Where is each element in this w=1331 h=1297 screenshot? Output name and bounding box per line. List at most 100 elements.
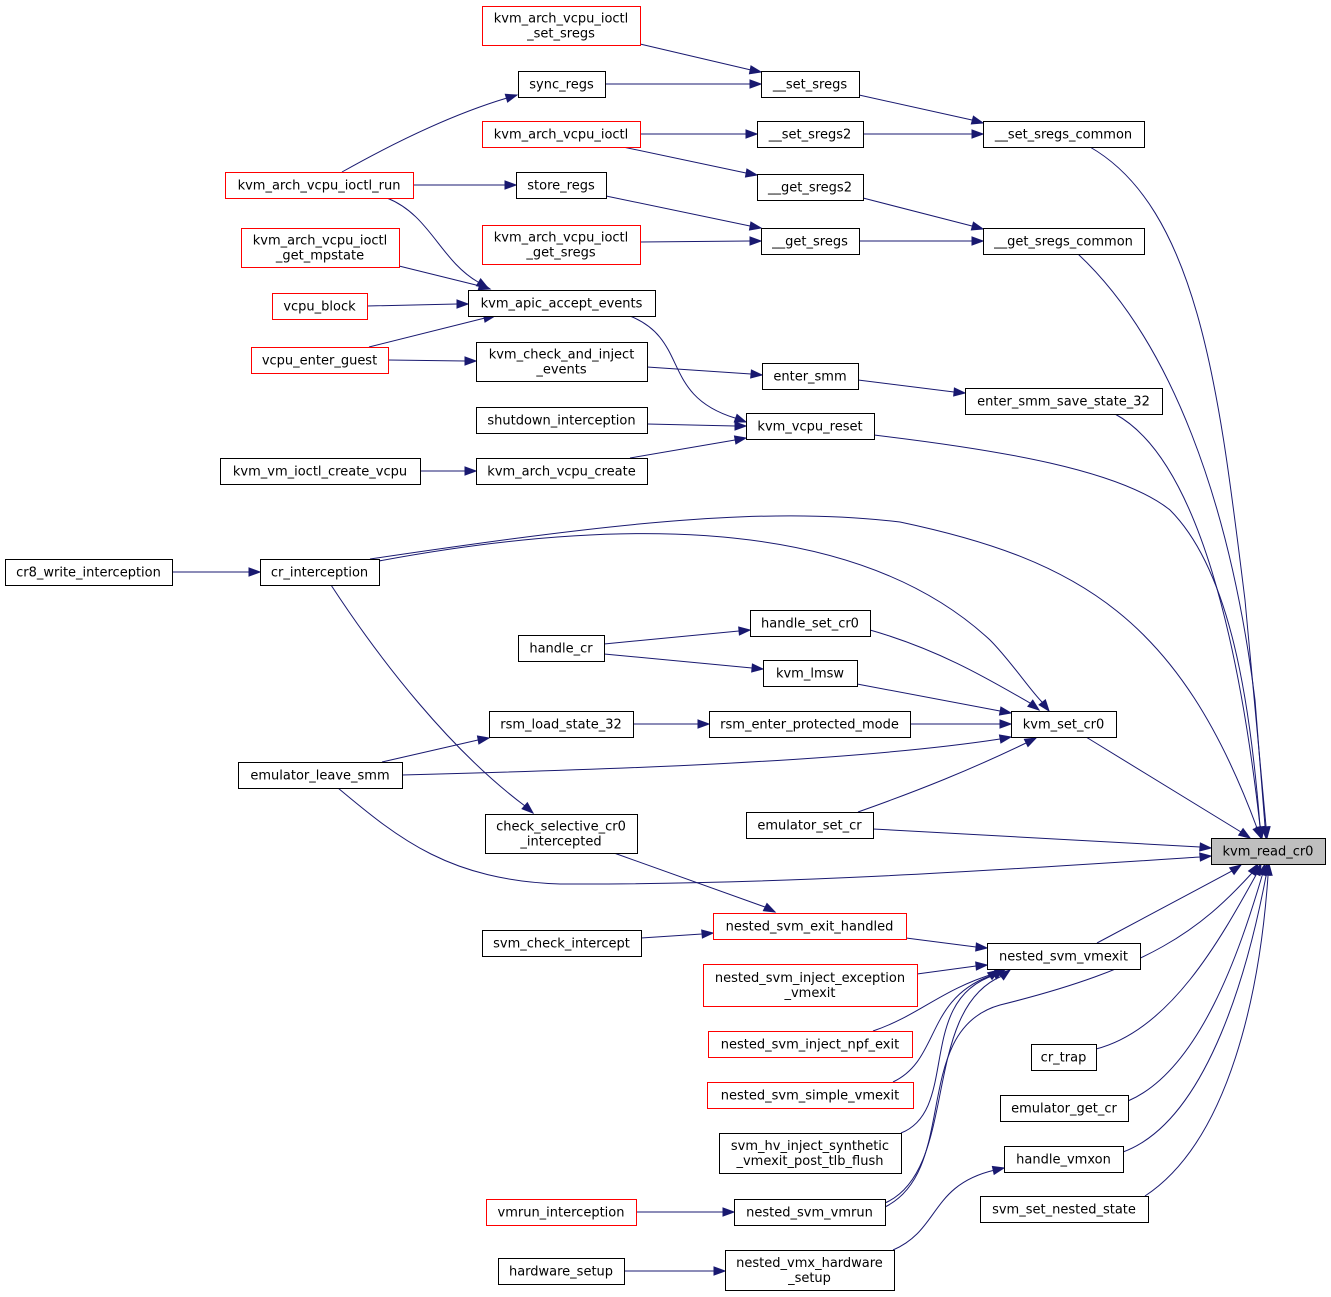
node-box[interactable] [238, 762, 403, 789]
node-nested-svm-inject-exception-vmexit[interactable]: nested_svm_inject_exception_vmexit [703, 964, 918, 1007]
node-handle-cr[interactable]: handle_cr [518, 635, 605, 662]
node-enter-smm-save-state-32[interactable]: enter_smm_save_state_32 [965, 388, 1163, 415]
node-handle-vmxon[interactable]: handle_vmxon [1004, 1146, 1124, 1173]
node-box[interactable] [482, 225, 641, 265]
node-kvm-arch-vcpu-ioctl-get-mpstate[interactable]: kvm_arch_vcpu_ioctl_get_mpstate [241, 228, 400, 268]
node-kvm-apic-accept-events[interactable]: kvm_apic_accept_events [468, 290, 656, 317]
node-box[interactable] [757, 174, 864, 201]
node-box[interactable] [719, 1133, 902, 1174]
node-box[interactable] [1000, 1095, 1129, 1122]
node-box[interactable] [987, 943, 1141, 970]
node-box[interactable] [476, 458, 648, 485]
node-emulator-leave-smm[interactable]: emulator_leave_smm [238, 762, 403, 789]
node-box[interactable] [734, 1199, 886, 1226]
node-box[interactable] [220, 458, 421, 485]
node-box[interactable] [983, 121, 1145, 148]
node-box[interactable] [980, 1196, 1149, 1223]
node-box[interactable] [518, 71, 606, 98]
node-check-selective-cr0-intercepted[interactable]: check_selective_cr0_intercepted [485, 814, 638, 854]
node-kvm-arch-vcpu-ioctl-set-sregs[interactable]: kvm_arch_vcpu_ioctl_set_sregs [482, 6, 641, 46]
node-box[interactable] [468, 290, 656, 317]
node-kvm-vcpu-reset[interactable]: kvm_vcpu_reset [746, 413, 875, 440]
node-kvm-lmsw[interactable]: kvm_lmsw [763, 660, 858, 687]
node-box[interactable] [725, 1250, 895, 1291]
node-svm-hv-inject-synthetic-vmexit-post-tlb-flush[interactable]: svm_hv_inject_synthetic_vmexit_post_tlb_… [719, 1133, 902, 1174]
node-box[interactable] [713, 913, 907, 940]
node-kvm-set-cr0[interactable]: kvm_set_cr0 [1011, 711, 1117, 738]
node-box[interactable] [1031, 1044, 1097, 1071]
node-rsm-load-state-32[interactable]: rsm_load_state_32 [489, 711, 634, 738]
node-box[interactable] [518, 635, 605, 662]
node-enter-smm[interactable]: enter_smm [762, 363, 859, 390]
node-sync-regs[interactable]: sync_regs [518, 71, 606, 98]
node-kvm-vm-ioctl-create-vcpu[interactable]: kvm_vm_ioctl_create_vcpu [220, 458, 421, 485]
node-kvm-arch-vcpu-create[interactable]: kvm_arch_vcpu_create [476, 458, 648, 485]
node-cr-interception[interactable]: cr_interception [260, 559, 380, 586]
node-box[interactable] [757, 121, 864, 148]
node-box[interactable] [489, 711, 634, 738]
node-box[interactable] [260, 559, 380, 586]
node-box[interactable] [761, 71, 860, 98]
node-box[interactable] [709, 711, 911, 738]
node-box[interactable] [983, 228, 1145, 255]
node-box[interactable] [1011, 711, 1117, 738]
node-cr-trap[interactable]: cr_trap [1031, 1044, 1097, 1071]
node-box[interactable] [482, 930, 642, 957]
node-vcpu-enter-guest[interactable]: vcpu_enter_guest [251, 347, 389, 374]
node-nested-vmx-hardware-setup[interactable]: nested_vmx_hardware_setup [725, 1250, 895, 1291]
node-box[interactable] [476, 407, 648, 434]
node-box[interactable] [485, 814, 638, 854]
node-box[interactable] [703, 964, 918, 1007]
node-box[interactable] [746, 413, 875, 440]
node-kvm-check-and-inject-events[interactable]: kvm_check_and_inject_events [476, 342, 648, 382]
node-box[interactable] [750, 610, 871, 637]
node-nested-svm-vmexit[interactable]: nested_svm_vmexit [987, 943, 1141, 970]
node-emulator-set-cr[interactable]: emulator_set_cr [746, 812, 874, 839]
node-kvm-arch-vcpu-ioctl-get-sregs[interactable]: kvm_arch_vcpu_ioctl_get_sregs [482, 225, 641, 265]
node-box[interactable] [482, 121, 641, 148]
node-nested-svm-inject-npf-exit[interactable]: nested_svm_inject_npf_exit [708, 1031, 913, 1058]
node-handle-set-cr0[interactable]: handle_set_cr0 [750, 610, 871, 637]
node-emulator-get-cr[interactable]: emulator_get_cr [1000, 1095, 1129, 1122]
node-kvm-read-cr0[interactable]: kvm_read_cr0 [1211, 838, 1326, 865]
node-get-sregs-common[interactable]: __get_sregs_common [983, 228, 1145, 255]
node-cr8-write-interception[interactable]: cr8_write_interception [5, 559, 173, 586]
node-nested-svm-vmrun[interactable]: nested_svm_vmrun [734, 1199, 886, 1226]
node-set-sregs[interactable]: __set_sregs [761, 71, 860, 98]
node-box[interactable] [1004, 1146, 1124, 1173]
node-vcpu-block[interactable]: vcpu_block [272, 293, 368, 320]
node-box[interactable] [482, 6, 641, 46]
node-nested-svm-simple-vmexit[interactable]: nested_svm_simple_vmexit [707, 1082, 914, 1109]
node-box[interactable] [272, 293, 368, 320]
node-box[interactable] [486, 1199, 637, 1226]
node-box[interactable] [761, 228, 860, 255]
node-get-sregs2[interactable]: __get_sregs2 [757, 174, 864, 201]
node-nested-svm-exit-handled[interactable]: nested_svm_exit_handled [713, 913, 907, 940]
node-set-sregs-common[interactable]: __set_sregs_common [983, 121, 1145, 148]
node-box[interactable] [965, 388, 1163, 415]
node-box[interactable] [498, 1258, 625, 1285]
node-vmrun-interception[interactable]: vmrun_interception [486, 1199, 637, 1226]
node-rsm-enter-protected-mode[interactable]: rsm_enter_protected_mode [709, 711, 911, 738]
node-box[interactable] [707, 1082, 914, 1109]
node-box[interactable] [746, 812, 874, 839]
node-box[interactable] [516, 172, 607, 199]
node-store-regs[interactable]: store_regs [516, 172, 607, 199]
node-box[interactable] [1211, 838, 1326, 865]
node-box[interactable] [241, 228, 400, 268]
node-box[interactable] [225, 172, 414, 199]
node-hardware-setup[interactable]: hardware_setup [498, 1258, 625, 1285]
node-box[interactable] [708, 1031, 913, 1058]
node-box[interactable] [763, 660, 858, 687]
node-box[interactable] [762, 363, 859, 390]
node-box[interactable] [5, 559, 173, 586]
node-svm-check-intercept[interactable]: svm_check_intercept [482, 930, 642, 957]
node-kvm-arch-vcpu-ioctl[interactable]: kvm_arch_vcpu_ioctl [482, 121, 641, 148]
node-svm-set-nested-state[interactable]: svm_set_nested_state [980, 1196, 1149, 1223]
node-box[interactable] [476, 342, 648, 382]
node-set-sregs2[interactable]: __set_sregs2 [757, 121, 864, 148]
node-box[interactable] [251, 347, 389, 374]
node-get-sregs[interactable]: __get_sregs [761, 228, 860, 255]
node-shutdown-interception[interactable]: shutdown_interception [476, 407, 648, 434]
node-kvm-arch-vcpu-ioctl-run[interactable]: kvm_arch_vcpu_ioctl_run [225, 172, 414, 199]
